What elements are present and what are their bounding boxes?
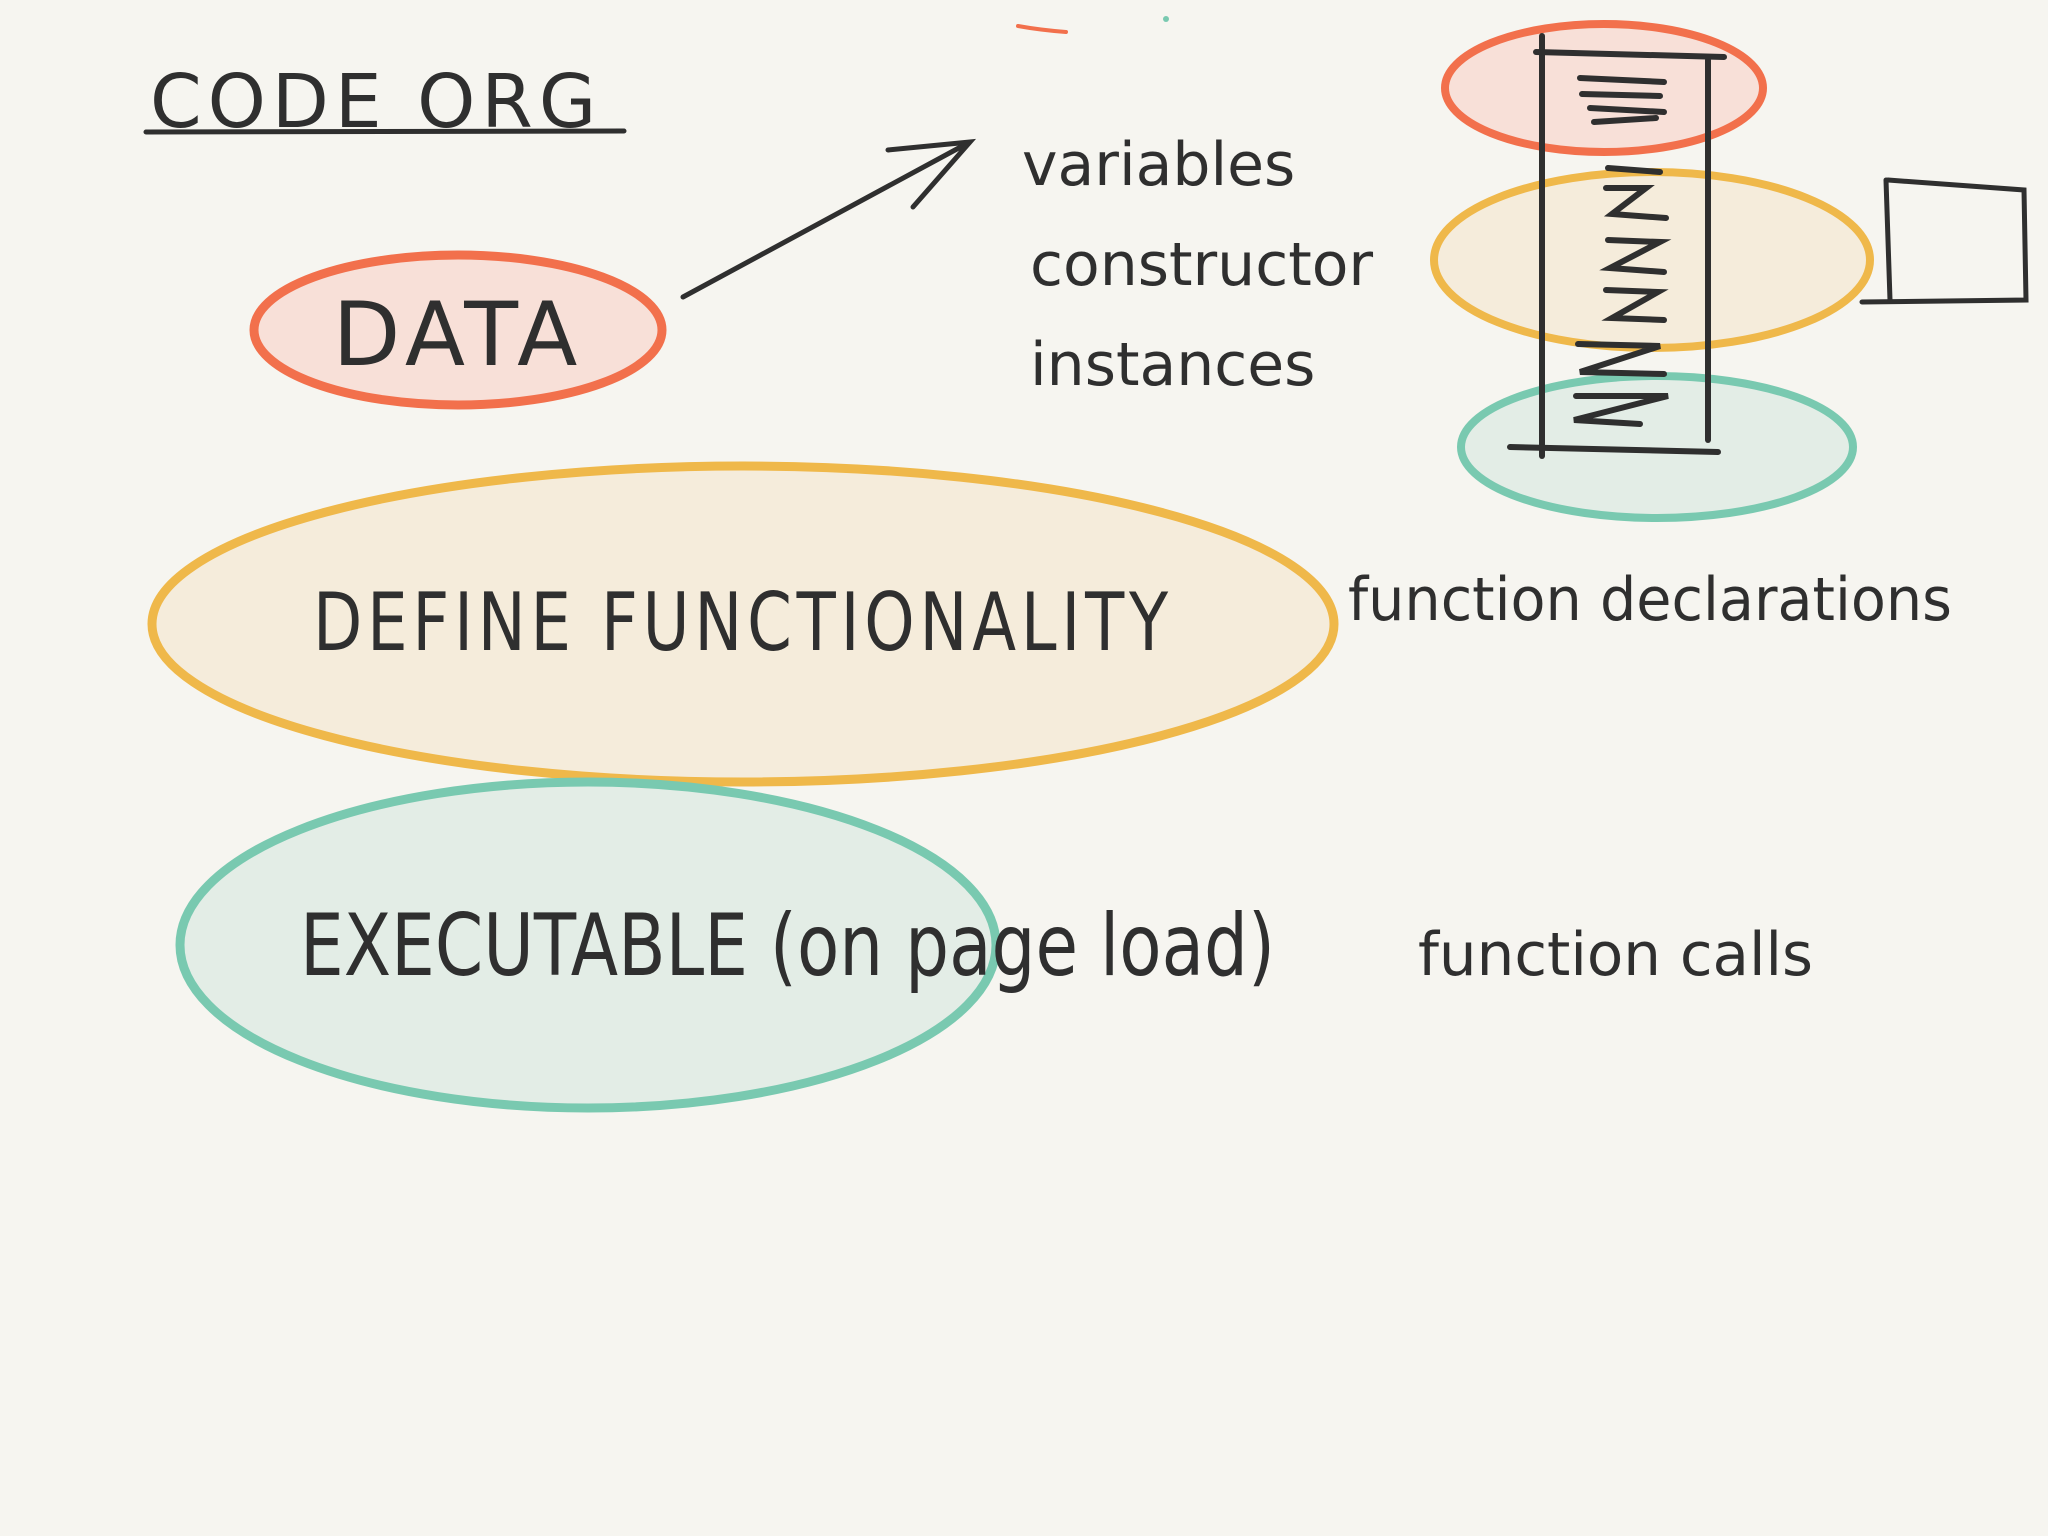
data-example-constructor: constructor <box>1030 230 1373 300</box>
define-example-function-declarations: function declarations <box>1348 565 1952 635</box>
executable-example-function-calls: function calls <box>1418 920 1813 990</box>
executable-ellipse <box>175 777 1001 1113</box>
define-label: DEFINE FUNCTIONALITY <box>313 576 1173 669</box>
data-example-instances: instances <box>1030 330 1315 400</box>
stray-dot <box>1163 16 1169 22</box>
define-ellipse <box>147 461 1339 787</box>
executable-label: EXECUTABLE (on page load) <box>300 896 1275 996</box>
title-underline <box>143 128 627 135</box>
empty-box-icon <box>1859 177 2029 305</box>
arrow-icon <box>680 138 977 300</box>
data-ellipse <box>249 250 667 410</box>
data-example-variables: variables <box>1022 130 1295 200</box>
data-label: DATA <box>333 283 584 386</box>
file-data-ring <box>1441 20 1767 156</box>
stray-mark <box>1016 24 1068 34</box>
code-file-icon <box>1430 20 1874 522</box>
